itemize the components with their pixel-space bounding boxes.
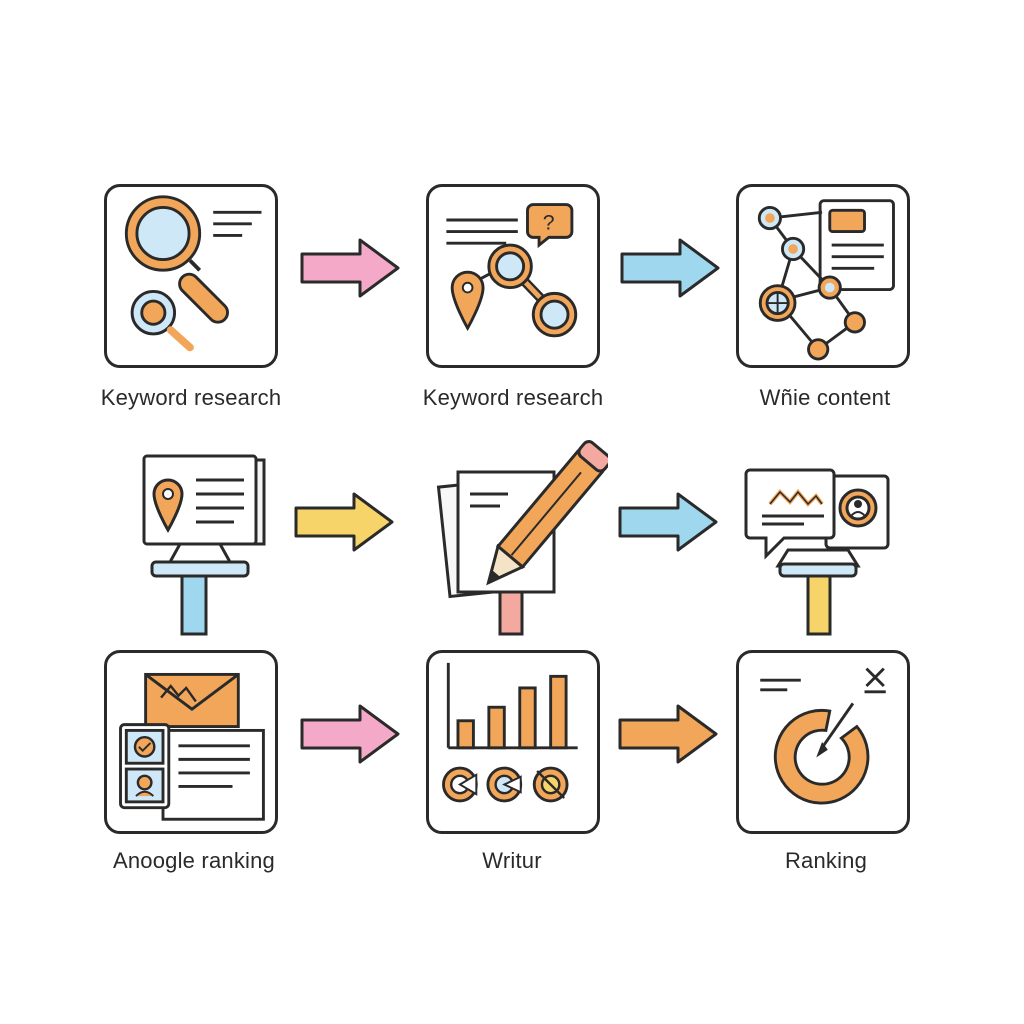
- step-label: Keyword research: [100, 385, 282, 410]
- pencil-paper-icon: [436, 436, 608, 636]
- map-network-icon: ?: [446, 203, 578, 338]
- step-write-content-tile: [736, 184, 910, 368]
- yellow-arrow: [292, 490, 396, 554]
- step-label: Wñie content: [759, 385, 891, 410]
- orange-arrow: [616, 702, 720, 766]
- step-writing-tile: [426, 650, 600, 834]
- step-label: Ranking: [784, 848, 868, 873]
- step-label: Keyword research: [422, 385, 604, 410]
- chart-speech-icon: [744, 466, 892, 636]
- step-keyword-research-tile: [104, 184, 278, 368]
- step-ranking-tile: [736, 650, 910, 834]
- pink-arrow-1: [298, 236, 402, 300]
- email-profile-icon: [119, 672, 265, 821]
- cyan-arrow-2: [616, 490, 720, 554]
- bar-chart-icon: [442, 662, 578, 803]
- network-document-icon: [757, 199, 895, 361]
- step-keyword-research-2-tile: ?: [426, 184, 600, 368]
- step-label: Anoogle ranking: [112, 848, 275, 873]
- step-google-ranking-tile: [104, 650, 278, 834]
- cyan-arrow-1: [618, 236, 722, 300]
- target-icon: [760, 667, 886, 805]
- svg-text:?: ?: [543, 211, 555, 235]
- monitor-location-icon: [138, 452, 270, 638]
- step-label: Writur: [482, 848, 542, 873]
- magnifier-icon: [124, 195, 262, 352]
- pink-arrow-2: [298, 702, 402, 766]
